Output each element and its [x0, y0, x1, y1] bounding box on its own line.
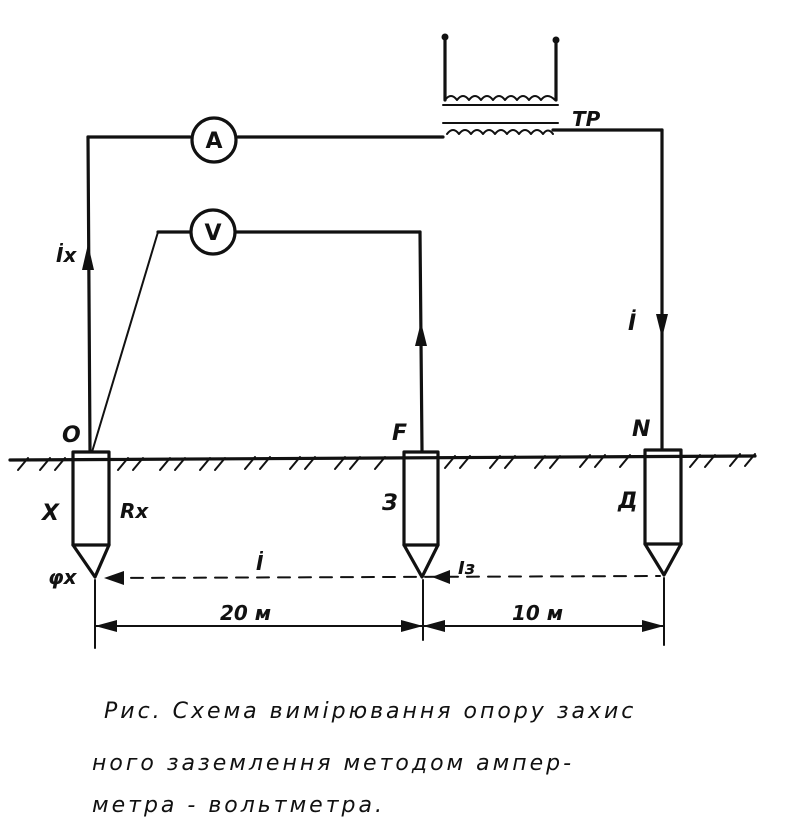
- node-f-label: F: [392, 421, 407, 446]
- electrode-x-label: X: [40, 501, 60, 526]
- node-o-label: O: [62, 423, 81, 448]
- transformer-label: TP: [572, 107, 601, 131]
- current-circuit: [86, 128, 664, 452]
- current-z-label: Iз: [458, 558, 475, 579]
- node-n-label: N: [632, 417, 650, 442]
- current-arrows: [82, 244, 668, 346]
- distance-20-label: 20 м: [220, 601, 271, 625]
- caption-line-3: метра - вольтметра.: [92, 793, 385, 818]
- ground-line: [8, 453, 757, 471]
- potential-x-label: φx: [48, 565, 78, 589]
- current-main-label: İ: [628, 310, 636, 336]
- ammeter-label: A: [205, 129, 222, 154]
- dimension-lines: [94, 577, 665, 649]
- current-bottom-label: İ: [256, 551, 264, 575]
- ammeter: [190, 116, 238, 164]
- voltmeter: [189, 208, 237, 256]
- caption-line-2: ного заземлення методом ампер-: [92, 751, 574, 776]
- current-x-label: İx: [56, 243, 77, 267]
- resistance-x-label: Rx: [120, 499, 149, 523]
- distance-10-label: 10 м: [512, 601, 563, 625]
- electrode-x: [71, 450, 111, 579]
- ground-current-path: [104, 570, 661, 585]
- voltage-circuit: [91, 230, 424, 453]
- electrode-d-label: Д: [617, 489, 638, 514]
- electrode-z: [402, 450, 440, 579]
- transformer: [441, 33, 560, 135]
- electrode-z-label: З: [381, 491, 398, 516]
- voltmeter-label: V: [204, 221, 221, 246]
- caption-line-1: Рис. Схема вимірювання опору захис: [104, 699, 636, 724]
- electrode-d: [643, 448, 683, 577]
